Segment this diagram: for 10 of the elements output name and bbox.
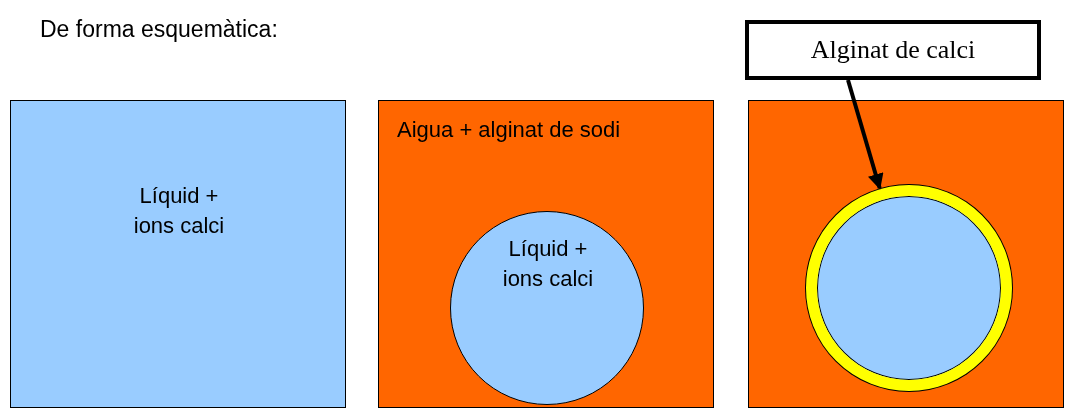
arrow bbox=[846, 79, 884, 190]
node-label: Líquid + ions calci bbox=[501, 235, 595, 293]
node-label: Alginat de calci bbox=[809, 35, 977, 65]
title: De forma esquemàtica: bbox=[40, 16, 278, 43]
node-label: Aigua + alginat de sodi bbox=[397, 116, 622, 144]
node-label: Líquid + ions calci bbox=[132, 182, 226, 240]
bath-box bbox=[748, 100, 1064, 408]
callout-box bbox=[745, 20, 1041, 80]
mixture-box bbox=[378, 100, 714, 408]
liquid-box bbox=[10, 100, 346, 408]
